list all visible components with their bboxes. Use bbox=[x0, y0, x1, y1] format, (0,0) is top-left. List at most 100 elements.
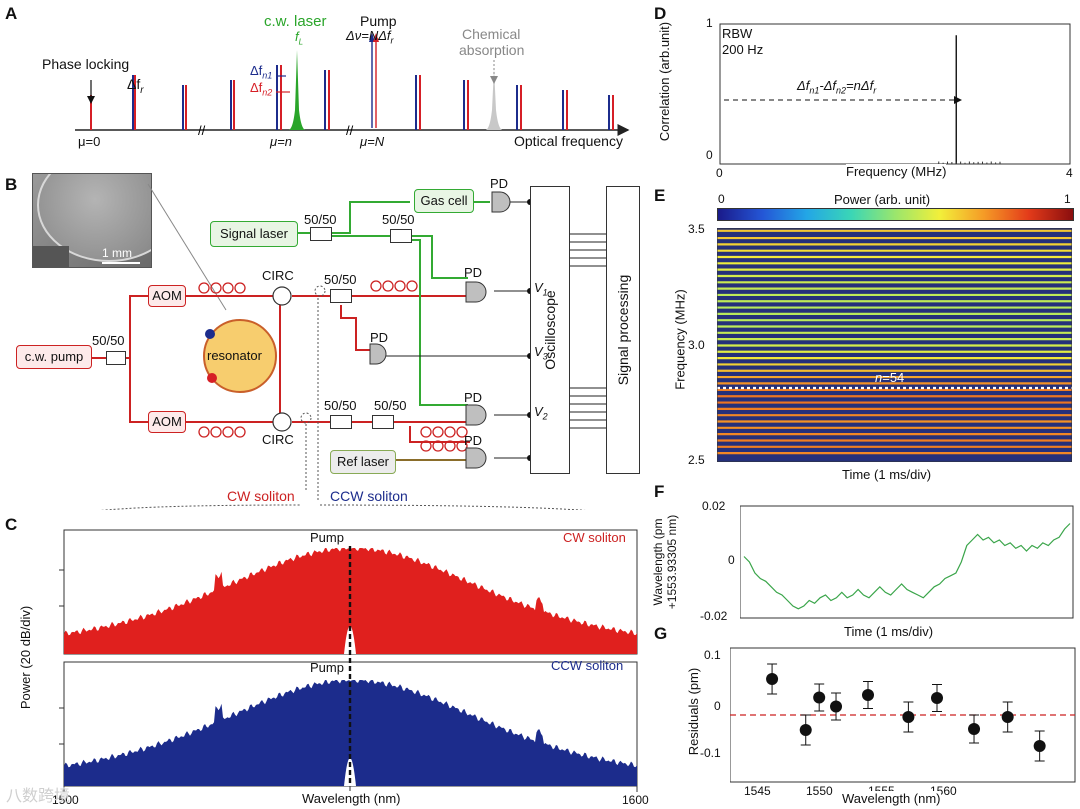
pd-label-ref: PD bbox=[464, 433, 483, 448]
g-ytick-0: 0 bbox=[714, 699, 721, 713]
panel-c-spectra bbox=[59, 529, 638, 792]
cb-max: 1 bbox=[1064, 192, 1071, 206]
e-ytick-25: 2.5 bbox=[688, 453, 705, 467]
comb-lines bbox=[90, 65, 614, 130]
d-xtick-4: 4 bbox=[1066, 166, 1073, 180]
g-xtick-1550: 1550 bbox=[806, 784, 833, 798]
v1-label: V1 bbox=[534, 280, 548, 298]
d-ytick-1: 1 bbox=[706, 16, 713, 30]
d-ylabel: Correlation (arb.unit) bbox=[657, 21, 673, 142]
absorption-label: absorption bbox=[459, 42, 525, 58]
splitter-label-signal-1: 50/50 bbox=[304, 212, 337, 227]
splitter-ccw-1 bbox=[330, 415, 352, 429]
e-xlabel: Time (1 ms/div) bbox=[842, 467, 932, 482]
panel-b-setup-diagram bbox=[92, 183, 606, 510]
g-point bbox=[830, 700, 843, 713]
panel-label-f: F bbox=[654, 482, 665, 501]
circ-label-top: CIRC bbox=[262, 268, 294, 283]
ccw-soliton-label-c: CCW soliton bbox=[551, 658, 624, 673]
g-point bbox=[813, 691, 826, 704]
d-plot-frame bbox=[719, 23, 1071, 165]
phase-locking-label: Phase locking bbox=[42, 56, 130, 72]
signal-processing-box: Signal processing bbox=[606, 186, 640, 474]
panel-label-e: E bbox=[654, 186, 666, 205]
splitter-label-ccw-2: 50/50 bbox=[374, 398, 407, 413]
splitter-signal-2 bbox=[390, 229, 412, 243]
f-xlabel: Time (1 ms/div) bbox=[844, 624, 934, 639]
e-ytick-30: 3.0 bbox=[688, 338, 705, 352]
scale-bar bbox=[102, 262, 140, 264]
g-point bbox=[799, 724, 812, 736]
g-point bbox=[902, 711, 915, 723]
circ-label-bottom: CIRC bbox=[262, 432, 294, 447]
g-xtick-1545: 1545 bbox=[744, 784, 771, 798]
ref-laser-box: Ref laser bbox=[330, 450, 396, 474]
c-xtick-1500: 1500 bbox=[52, 793, 79, 807]
panel-label-a: A bbox=[5, 4, 18, 23]
e-ylabel: Frequency (MHz) bbox=[672, 289, 688, 390]
cw-laser-label: c.w. laser bbox=[264, 13, 327, 30]
panel-label-b: B bbox=[5, 175, 18, 194]
pd-label-ccw: PD bbox=[464, 390, 483, 405]
gas-cell-box: Gas cell bbox=[414, 189, 474, 213]
oscilloscope-box: Oscilloscope bbox=[530, 186, 570, 474]
splitter-label-ccw-1: 50/50 bbox=[324, 398, 357, 413]
pump-label-ccw: Pump bbox=[310, 660, 344, 675]
panel-e-heatmap bbox=[717, 228, 1072, 462]
panel-g-residuals bbox=[730, 647, 1076, 783]
delta-fr-label: Δfr bbox=[127, 76, 144, 96]
c-ylabel: Power (20 dB/div) bbox=[18, 605, 34, 710]
g-point bbox=[1001, 711, 1014, 723]
panel-a-comb-diagram: // // bbox=[75, 33, 630, 138]
v2-label: V2 bbox=[534, 404, 548, 422]
splitter-signal-1 bbox=[310, 227, 332, 241]
f-ytick-002: 0.02 bbox=[702, 499, 726, 513]
cb-label: Power (arb. unit) bbox=[834, 192, 931, 207]
ccw-soliton-label-b: CCW soliton bbox=[330, 488, 408, 504]
optical-frequency-label: Optical frequency bbox=[514, 133, 623, 149]
d-xtick-0: 0 bbox=[716, 166, 723, 180]
cw-laser-peak bbox=[289, 50, 305, 130]
rbw-label: RBW bbox=[722, 26, 753, 41]
axis-break-2: // bbox=[346, 123, 354, 138]
f-ytick-m002: -0.02 bbox=[700, 609, 728, 623]
splitter-label-signal-2: 50/50 bbox=[382, 212, 415, 227]
panel-label-g: G bbox=[654, 624, 668, 643]
panel-label-d: D bbox=[654, 4, 667, 23]
d-ytick-0: 0 bbox=[706, 148, 713, 162]
splitter-cw bbox=[330, 289, 352, 303]
f-ytick-0: 0 bbox=[728, 553, 735, 567]
rbw-value: 200 Hz bbox=[722, 42, 764, 57]
cw-soliton-label-b: CW soliton bbox=[227, 488, 295, 504]
f-ylabel: Wavelength (pm+1553.93305 nm) bbox=[651, 514, 680, 610]
g-points bbox=[766, 663, 1046, 762]
cb-min: 0 bbox=[718, 192, 725, 206]
c-xtick-1600: 1600 bbox=[622, 793, 649, 807]
df-n2-label: Δfn2 bbox=[250, 80, 273, 98]
colorbar bbox=[717, 208, 1074, 221]
pd-label-mid: PD bbox=[370, 330, 389, 345]
cw-spectrum-pump-dip bbox=[344, 626, 356, 654]
c-xlabel: Wavelength (nm) bbox=[302, 791, 401, 806]
watermark: 八数跨境 bbox=[6, 788, 71, 805]
axis-break-1: // bbox=[198, 123, 206, 138]
pd-label-cw: PD bbox=[464, 265, 483, 280]
pump-label-cw: Pump bbox=[310, 530, 344, 545]
v3-label: V3 bbox=[534, 344, 548, 362]
panel-label-c: C bbox=[5, 515, 18, 534]
cw-spectrum bbox=[64, 548, 637, 654]
g-xlabel: Wavelength (nm) bbox=[842, 791, 941, 806]
e-lines bbox=[717, 229, 1072, 455]
splitter-pump bbox=[106, 351, 126, 365]
cw-spectrum-fill bbox=[64, 548, 637, 654]
f-trace bbox=[743, 523, 1071, 610]
n54-label: n=54 bbox=[875, 370, 905, 385]
g-ylabel: Residuals (pm) bbox=[686, 667, 702, 756]
df-n1-label: Δfn1 bbox=[250, 63, 273, 81]
d-equation: Δfn1-Δfn2=nΔfr bbox=[797, 78, 877, 96]
splitter-ccw-2 bbox=[372, 415, 394, 429]
aom-box-bottom: AOM bbox=[148, 411, 186, 433]
pump-eq-label: Δν=NΔfr bbox=[346, 28, 394, 46]
aom-box-top: AOM bbox=[148, 285, 186, 307]
resonator-label: resonator bbox=[207, 348, 262, 363]
